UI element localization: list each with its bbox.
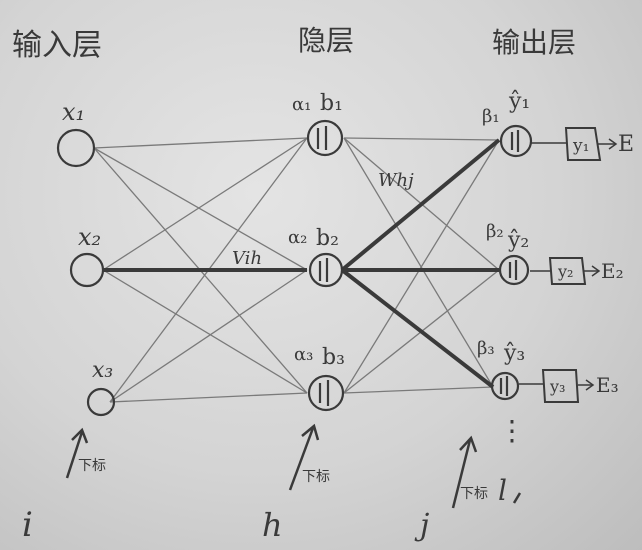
error-label-2: E₂ <box>601 259 624 283</box>
output-yhat-1: ŷ₁ <box>508 89 530 114</box>
target-box-y3 <box>541 369 580 403</box>
target-label-y1: y₁ <box>572 136 589 156</box>
input-label-x1: x₁ <box>62 98 85 126</box>
output-more-dots: ⋮ <box>498 414 526 447</box>
target-label-y3: y₃ <box>549 377 565 396</box>
subscript-note-hidden: 下标 <box>302 469 330 485</box>
index-i: i <box>22 505 33 545</box>
output-count-l: l <box>498 474 507 507</box>
subscript-note-input: 下标 <box>78 458 106 474</box>
hidden-node-b3 <box>307 374 345 412</box>
hidden-b-1: b₁ <box>320 91 343 116</box>
hidden-alpha-2: α₂ <box>288 227 307 248</box>
output-beta-2: β₂ <box>486 221 504 242</box>
output-node-y3 <box>490 371 520 401</box>
index-j: j <box>414 508 429 543</box>
target-box-y2 <box>548 257 587 285</box>
hidden-output-connections <box>343 137 500 394</box>
hidden-nodes <box>306 119 345 412</box>
index-h: h <box>262 506 283 544</box>
output-layer-header: 输出层 <box>492 26 576 59</box>
hidden-node-b2 <box>308 252 344 288</box>
output-node-y1 <box>499 124 533 158</box>
error-label-1: E <box>618 132 634 157</box>
output-beta-1: β₁ <box>482 106 500 127</box>
weight-label-whj: Whj <box>378 170 414 191</box>
input-label-x3: x₃ <box>92 358 113 383</box>
error-label-3: E₃ <box>596 373 619 397</box>
target-label-y2: y₂ <box>557 262 573 281</box>
output-error-lines <box>519 138 618 391</box>
index-arrows <box>65 423 522 509</box>
weight-whj-lines <box>340 138 501 389</box>
input-node-x1 <box>56 128 96 168</box>
output-yhat-2: ŷ₂ <box>507 228 529 253</box>
output-nodes <box>490 124 533 401</box>
hidden-alpha-3: α₃ <box>294 344 313 365</box>
hidden-node-b1 <box>306 119 344 157</box>
input-label-x2: x₂ <box>78 223 101 251</box>
weight-label-vih: Vih <box>232 248 262 269</box>
hidden-alpha-1: α₁ <box>292 94 311 115</box>
output-yhat-3: ŷ₃ <box>503 341 525 366</box>
target-boxes <box>541 127 602 403</box>
hidden-b-2: b₂ <box>316 226 339 251</box>
input-nodes <box>56 128 116 417</box>
input-node-x2 <box>69 252 105 288</box>
hidden-layer-header: 隐层 <box>298 24 354 57</box>
output-beta-3: β₃ <box>477 338 495 359</box>
target-box-y1 <box>564 127 602 161</box>
input-layer-header: 输入层 <box>12 28 102 63</box>
subscript-note-output: 下标 <box>460 486 488 502</box>
hidden-b-3: b₃ <box>322 345 345 370</box>
output-node-y2 <box>498 254 530 286</box>
input-node-x3 <box>86 387 116 417</box>
